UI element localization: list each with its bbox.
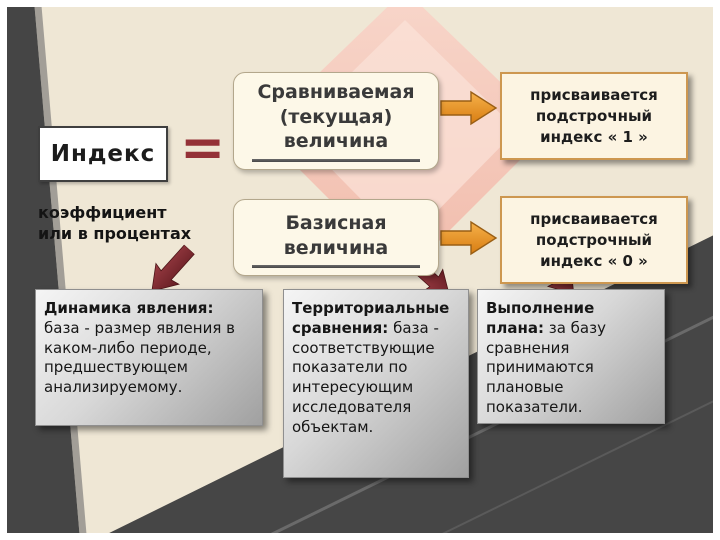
assign-index-0-box: присваивается подстрочный индекс « 0 » — [500, 196, 688, 284]
index-label-box: Индекс — [38, 126, 168, 182]
arrow-to-index-1-icon — [440, 90, 498, 126]
compared-value-box: Сравниваемая (текущая) величина — [233, 72, 439, 170]
territorial-title: Территориальные сравнения: — [292, 299, 450, 337]
plan-title: Выполнение плана: — [486, 299, 595, 337]
underline-divider — [252, 159, 420, 162]
dynamics-title: Динамика явления: — [44, 299, 214, 317]
assign-index-1-text: присваивается подстрочный индекс « 1 » — [530, 85, 658, 146]
territorial-body: база - соответствующие показатели по инт… — [292, 318, 439, 436]
plan-box: Выполнение плана: за базу сравнения прин… — [477, 289, 665, 424]
assign-index-0-text: присваивается подстрочный индекс « 0 » — [530, 209, 658, 270]
base-value-text: Базисная величина — [283, 212, 389, 259]
dynamics-box: Динамика явления: база - размер явления … — [35, 289, 263, 426]
plan-body: за базу сравнения принимаются плановые п… — [486, 318, 606, 416]
compared-value-text: Сравниваемая (текущая) величина — [257, 81, 415, 153]
dynamics-body: база - размер явления в каком-либо перио… — [44, 318, 235, 397]
coefficient-note: коэффициент или в процентах — [38, 203, 192, 243]
territorial-box: Территориальные сравнения: база - соотве… — [283, 289, 469, 478]
underline-divider — [252, 265, 420, 268]
base-value-box: Базисная величина — [233, 199, 439, 276]
arrow-to-index-0-icon — [440, 220, 498, 256]
arrow-to-dynamics-icon — [151, 244, 195, 292]
index-label: Индекс — [50, 141, 156, 167]
equals-sign: = — [180, 116, 226, 179]
assign-index-1-box: присваивается подстрочный индекс « 1 » — [500, 72, 688, 160]
